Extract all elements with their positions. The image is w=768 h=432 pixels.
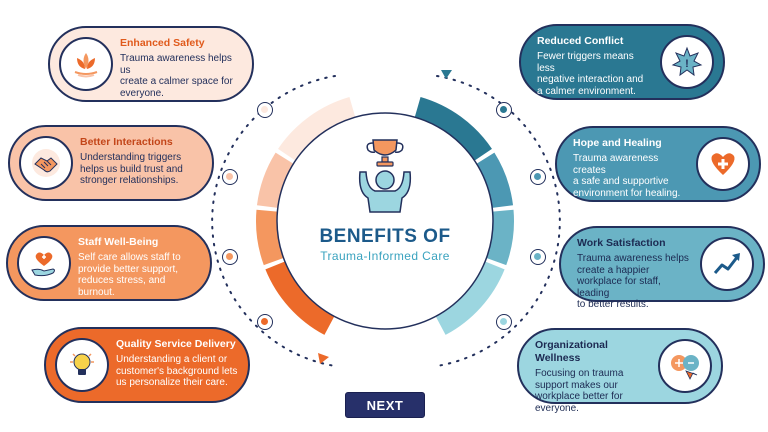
desc-line: us personalize their care. [116, 377, 228, 388]
desc-line: Trauma awareness helps us [120, 53, 232, 76]
connector-dot-enhanced-safety [257, 102, 273, 118]
card-title: Work Satisfaction [577, 237, 666, 249]
warning-star-icon: ! [660, 35, 714, 89]
card-hope-healing: Hope and Healing Trauma awareness create… [555, 126, 761, 202]
center-disc [276, 112, 494, 330]
card-desc: Understanding a client or customer's bac… [116, 354, 238, 389]
medical-heart-icon [696, 137, 750, 191]
ring-segment [278, 96, 356, 161]
lotus-icon [59, 37, 113, 91]
desc-line: a safe and supportive [573, 176, 669, 187]
card-quality-service: Quality Service Delivery Understanding a… [44, 327, 250, 403]
next-button[interactable]: NEXT [345, 392, 425, 418]
ring-segment [414, 96, 492, 161]
center-subheading: Trauma-Informed Care [320, 249, 450, 263]
desc-line: Understanding triggers [80, 152, 182, 163]
card-desc: Trauma awareness helps create a happier … [577, 253, 691, 311]
desc-line: Trauma awareness creates [573, 153, 659, 176]
connector-dot-better-interactions [222, 169, 238, 185]
desc-line: Self care allows staff to [78, 252, 181, 263]
connected-people-icon [658, 339, 712, 393]
ring-segment [256, 152, 294, 208]
connector-dot-staff-wellbeing [222, 249, 238, 265]
desc-line: stronger relationships. [80, 175, 179, 186]
ring-segment [476, 152, 514, 208]
card-title: Quality Service Delivery [116, 338, 236, 350]
ring-segment [435, 261, 505, 335]
card-enhanced-safety: Enhanced Safety Trauma awareness helps u… [48, 26, 254, 102]
card-desc: Trauma awareness helps us create a calme… [120, 53, 242, 99]
desc-line: workplace for staff, leading [577, 276, 661, 299]
trophy-person-icon [358, 139, 412, 213]
svg-text:!: ! [685, 58, 689, 70]
card-title: Better Interactions [80, 136, 173, 148]
desc-line: burnout. [78, 286, 115, 298]
card-org-wellness: Organizational Wellness Focusing on trau… [517, 328, 723, 414]
card-title: Reduced Conflict [537, 35, 624, 47]
left-dotted-arc [211, 75, 336, 367]
center-heading: BENEFITS OF [319, 226, 451, 247]
bottom-arrowhead [318, 353, 329, 364]
card-desc: Fewer triggers means less negative inter… [537, 51, 651, 97]
card-better-interactions: Better Interactions Understanding trigge… [8, 125, 214, 201]
card-title: Enhanced Safety [120, 37, 205, 49]
ring-segment [265, 261, 335, 335]
top-arrowhead [441, 70, 452, 79]
connector-dot-work-satisfaction [530, 249, 546, 265]
card-title: Hope and Healing [573, 137, 662, 149]
card-title: Organizational Wellness [535, 339, 608, 364]
desc-line: reduces stress, and [78, 275, 166, 286]
center-title: BENEFITS OF Trauma-Informed Care [270, 226, 500, 264]
desc-line: Trauma awareness helps [577, 253, 689, 264]
card-reduced-conflict: ! Reduced Conflict Fewer triggers means … [519, 24, 725, 100]
desc-line: everyone. [120, 87, 164, 99]
desc-line: negative interaction and [537, 74, 644, 85]
connector-dot-reduced-conflict [496, 102, 512, 118]
desc-line: a calmer environment. [537, 85, 636, 97]
card-staff-wellbeing: Staff Well-Being Self care allows staff … [6, 225, 212, 301]
connector-dot-org-wellness [496, 314, 512, 330]
right-dotted-arc [436, 75, 561, 367]
desc-line: create a calmer space for [120, 76, 233, 87]
connector-dot-hope-healing [530, 169, 546, 185]
card-desc: Focusing on trauma support makes our wor… [535, 368, 649, 414]
desc-line: create a happier [577, 264, 650, 276]
desc-line: Understanding a client or [116, 354, 228, 365]
desc-line: customer's background lets [116, 365, 238, 377]
card-title: Staff Well-Being [78, 236, 159, 248]
desc-line: Focusing on trauma [535, 368, 624, 379]
desc-line: support makes our [535, 379, 618, 391]
growth-chart-icon [700, 237, 754, 291]
handshake-icon [19, 136, 73, 190]
desc-line: environment for healing. [573, 187, 681, 199]
heart-in-hand-icon [17, 236, 71, 290]
card-desc: Trauma awareness creates a safe and supp… [573, 153, 687, 199]
card-work-satisfaction: Work Satisfaction Trauma awareness helps… [559, 226, 765, 310]
connector-dot-quality-service [257, 314, 273, 330]
desc-line: Fewer triggers means less [537, 51, 634, 74]
lightbulb-icon [55, 338, 109, 392]
desc-line: everyone. [535, 402, 579, 414]
desc-line: workplace better for [535, 391, 623, 402]
desc-line: provide better support, [78, 263, 179, 275]
card-desc: Understanding triggers helps us build tr… [80, 152, 202, 187]
card-desc: Self care allows staff to provide better… [78, 252, 200, 298]
desc-line: helps us build trust and [80, 163, 183, 175]
desc-line: to better results. [577, 299, 649, 310]
